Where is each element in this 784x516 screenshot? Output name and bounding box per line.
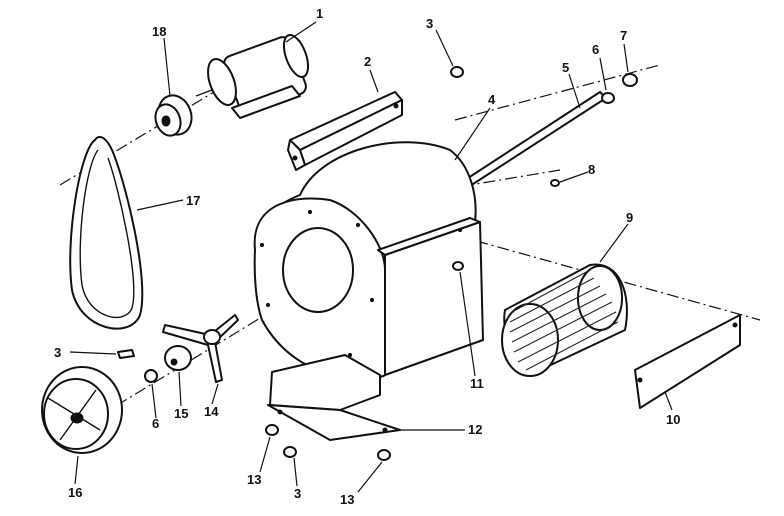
callout-16: 16 <box>68 485 82 500</box>
callout-5: 5 <box>562 60 569 75</box>
callout-9: 9 <box>626 210 633 225</box>
housing-bolt <box>452 261 464 271</box>
blower-pulley <box>41 366 123 454</box>
top-hardware <box>450 66 638 187</box>
callout-6-bottom: 6 <box>152 416 159 431</box>
motor <box>195 34 310 119</box>
callout-15: 15 <box>174 406 188 421</box>
callout-3-bottom: 3 <box>294 486 301 501</box>
washer <box>144 369 158 383</box>
cover-plate <box>634 314 741 409</box>
callout-labels: 1 2 3 3 3 4 5 6 6 7 8 9 10 11 12 13 13 1… <box>54 6 680 507</box>
motor-pulley <box>154 94 193 137</box>
blower-wheel <box>501 263 628 377</box>
hub <box>164 345 192 371</box>
base-bracket <box>267 354 401 441</box>
callout-13-right: 13 <box>340 492 354 507</box>
callout-13-left: 13 <box>247 472 261 487</box>
callout-18: 18 <box>152 24 166 39</box>
callout-3-left: 3 <box>54 345 61 360</box>
drive-belt <box>69 136 144 330</box>
leader-lines <box>69 21 673 493</box>
callout-7: 7 <box>620 28 627 43</box>
blower-housing <box>253 141 484 380</box>
callout-2: 2 <box>364 54 371 69</box>
callout-6-top: 6 <box>592 42 599 57</box>
callout-1: 1 <box>316 6 323 21</box>
callout-11: 11 <box>470 376 484 391</box>
callout-8: 8 <box>588 162 595 177</box>
callout-4: 4 <box>488 92 496 107</box>
mounting-bracket <box>287 91 403 171</box>
callout-12: 12 <box>468 422 482 437</box>
callout-10: 10 <box>666 412 680 427</box>
callout-3-top: 3 <box>426 16 433 31</box>
arm-bolt <box>117 349 135 359</box>
callout-14: 14 <box>204 404 219 419</box>
callout-17: 17 <box>186 193 200 208</box>
bottom-hardware <box>265 424 391 461</box>
adjusting-arm <box>162 314 239 383</box>
